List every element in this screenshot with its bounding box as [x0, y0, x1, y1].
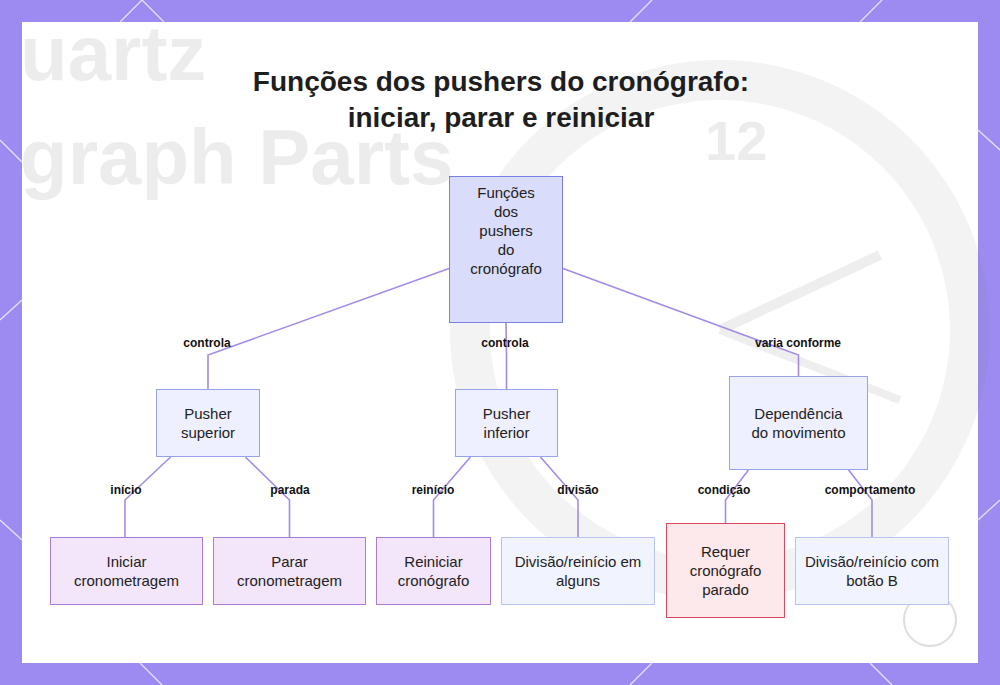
concept-box: Funções dos pushers do cronógrafo — [449, 176, 563, 323]
node-text: Requer cronógrafo parado — [677, 542, 774, 599]
concept-box: Pusher superior — [156, 389, 260, 457]
concept-box: Requer cronógrafo parado — [666, 523, 785, 618]
edge-label: varia conforme — [755, 336, 841, 350]
edge-label: reinício — [412, 483, 455, 497]
edge-label: início — [110, 483, 141, 497]
watermark-text: 12 — [705, 108, 767, 173]
connector-line — [563, 269, 799, 376]
node-text: Divisão/reinício em alguns — [510, 552, 646, 590]
node-text: Parar cronometragem — [222, 552, 357, 590]
node-text: Funções dos pushers do cronógrafo — [470, 183, 542, 278]
edge-label: condição — [698, 483, 751, 497]
concept-box: Divisão/reinício em alguns — [501, 537, 655, 605]
edge-label: comportamento — [825, 483, 916, 497]
watermark-text: uartz — [20, 8, 206, 99]
connector-line — [434, 457, 471, 537]
node-text: Iniciar cronometragem — [59, 552, 194, 590]
node-text: Pusher superior — [165, 404, 251, 442]
concept-box: Reiniciar cronógrafo — [376, 537, 491, 605]
edge-label: controla — [481, 336, 528, 350]
watch-illustration — [450, 60, 990, 600]
node-text: Pusher inferior — [464, 404, 549, 442]
connector-line — [505, 323, 507, 389]
concept-box: Divisão/reinício com botão B — [795, 537, 949, 605]
connector-line — [245, 457, 289, 537]
connector-line — [849, 470, 872, 537]
edge-label: divisão — [557, 483, 598, 497]
connector-line — [125, 457, 171, 537]
connector-line — [208, 269, 449, 389]
node-text: Dependência do movimento — [750, 404, 847, 442]
edge-label: parada — [270, 483, 309, 497]
edge-label: controla — [183, 336, 230, 350]
connector-line — [540, 457, 578, 537]
concept-box: Pusher inferior — [455, 389, 558, 457]
node-text: Reiniciar cronógrafo — [385, 552, 482, 590]
concept-box: Iniciar cronometragem — [50, 537, 203, 605]
diagram-title: Funções dos pushers do cronógrafo: inici… — [211, 64, 791, 136]
node-text: Divisão/reinício com botão B — [804, 552, 940, 590]
concept-box: Dependência do movimento — [729, 376, 868, 470]
concept-box: Parar cronometragem — [213, 537, 366, 605]
